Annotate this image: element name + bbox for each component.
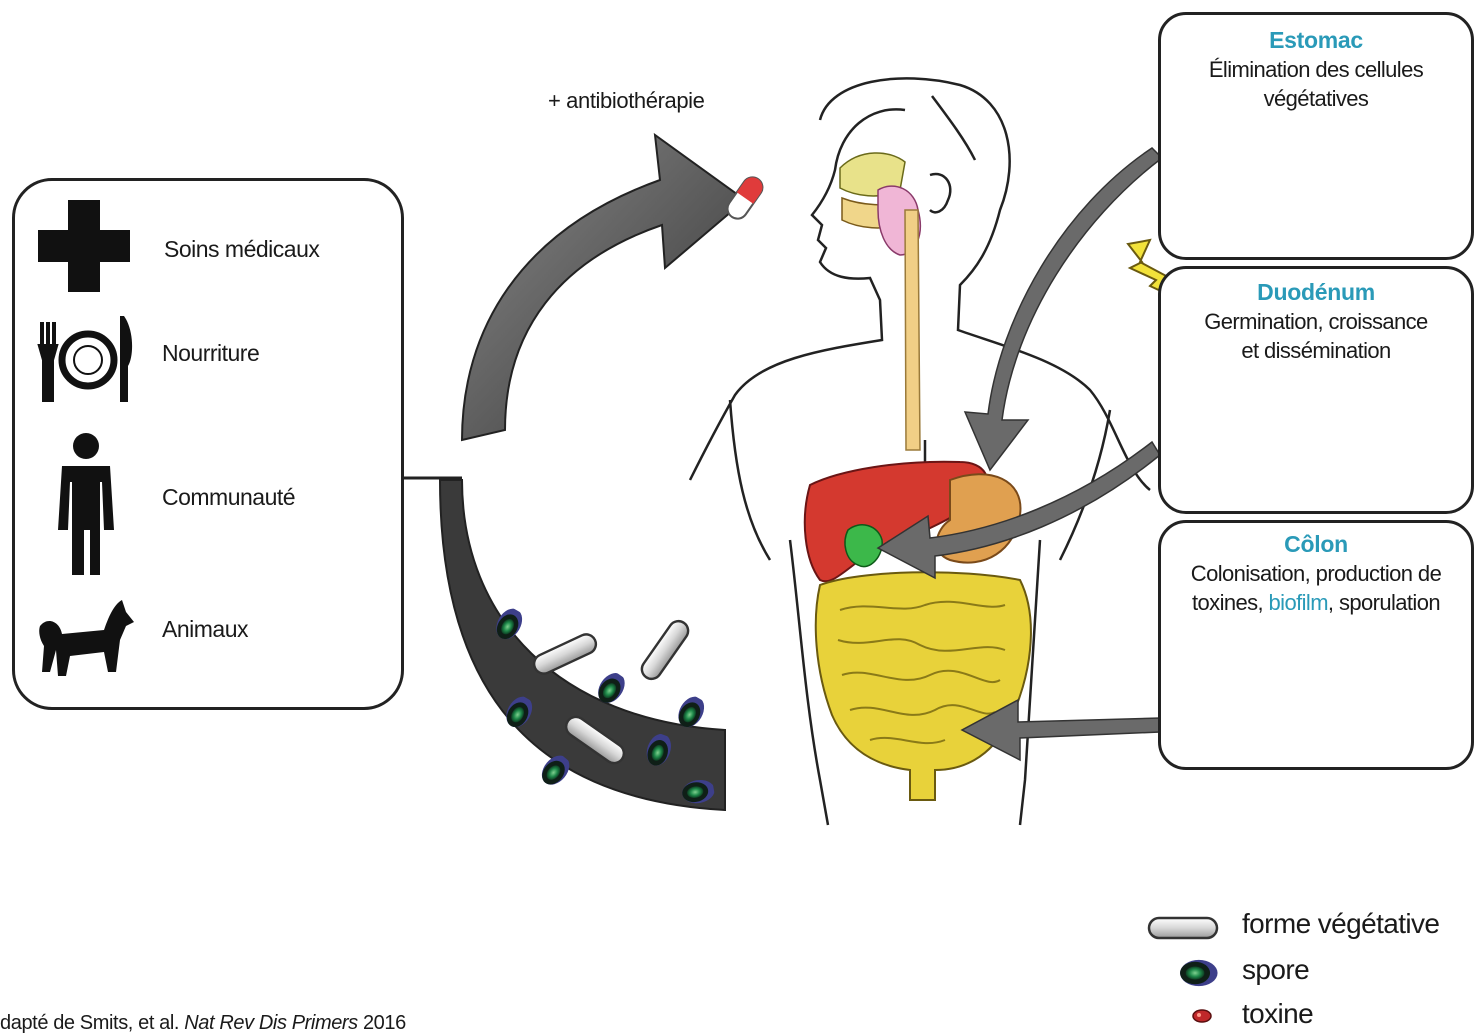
stage-title-duodenum: Duodénum xyxy=(1161,279,1471,306)
legend-label-vegetative: forme végétative xyxy=(1242,908,1439,940)
citation: dapté de Smits, et al. Nat Rev Dis Prime… xyxy=(0,1012,406,1035)
legend-label-spore: spore xyxy=(1242,954,1309,986)
source-label-food: Nourriture xyxy=(162,340,259,367)
gallbladder xyxy=(845,525,882,567)
stage-desc-duodenum: Germination, croissance et dissémination xyxy=(1167,307,1465,365)
citation-journal: Nat Rev Dis Primers xyxy=(184,1012,358,1034)
stage-desc-line: Élimination des cellules xyxy=(1167,55,1465,84)
desc-text: toxines, xyxy=(1192,590,1269,615)
source-label-animals: Animaux xyxy=(162,616,248,643)
stage-colon: Côlon Colonisation, production de toxine… xyxy=(1158,520,1474,770)
esophagus xyxy=(905,210,920,450)
source-label-medical: Soins médicaux xyxy=(164,236,319,263)
spore-icon xyxy=(1180,960,1218,986)
source-label-community: Communauté xyxy=(162,484,295,511)
stage-desc-line: toxines, biofilm, sporulation xyxy=(1167,588,1465,617)
stage-desc-line: Colonisation, production de xyxy=(1167,559,1465,588)
transmission-arrow-upper xyxy=(462,135,745,440)
stage-duodenum: Duodénum Germination, croissance et diss… xyxy=(1158,266,1474,514)
toxin-icon xyxy=(1193,1010,1211,1022)
stage-desc-colon: Colonisation, production de toxines, bio… xyxy=(1167,559,1465,617)
stage-desc-line: Germination, croissance xyxy=(1167,307,1465,336)
antibiotic-label: + antibiothérapie xyxy=(548,88,705,114)
stage-desc-line: végétatives xyxy=(1167,84,1465,113)
intestines xyxy=(816,572,1031,800)
citation-text: dapté de Smits, et al. xyxy=(0,1012,184,1034)
vegetative-cell-icon xyxy=(1149,918,1217,938)
legend-label-toxin: toxine xyxy=(1242,998,1313,1030)
stage-title-colon: Côlon xyxy=(1161,531,1471,558)
citation-year: 2016 xyxy=(358,1012,406,1034)
stage-desc-line: et dissémination xyxy=(1167,336,1465,365)
stage-title-estomac: Estomac xyxy=(1161,27,1471,54)
desc-text: , sporulation xyxy=(1328,590,1440,615)
stage-desc-estomac: Élimination des cellules végétatives xyxy=(1167,55,1465,113)
biofilm-highlight: biofilm xyxy=(1269,590,1328,615)
stage-estomac: Estomac Élimination des cellules végétat… xyxy=(1158,12,1474,260)
arrow-estomac xyxy=(965,148,1162,470)
